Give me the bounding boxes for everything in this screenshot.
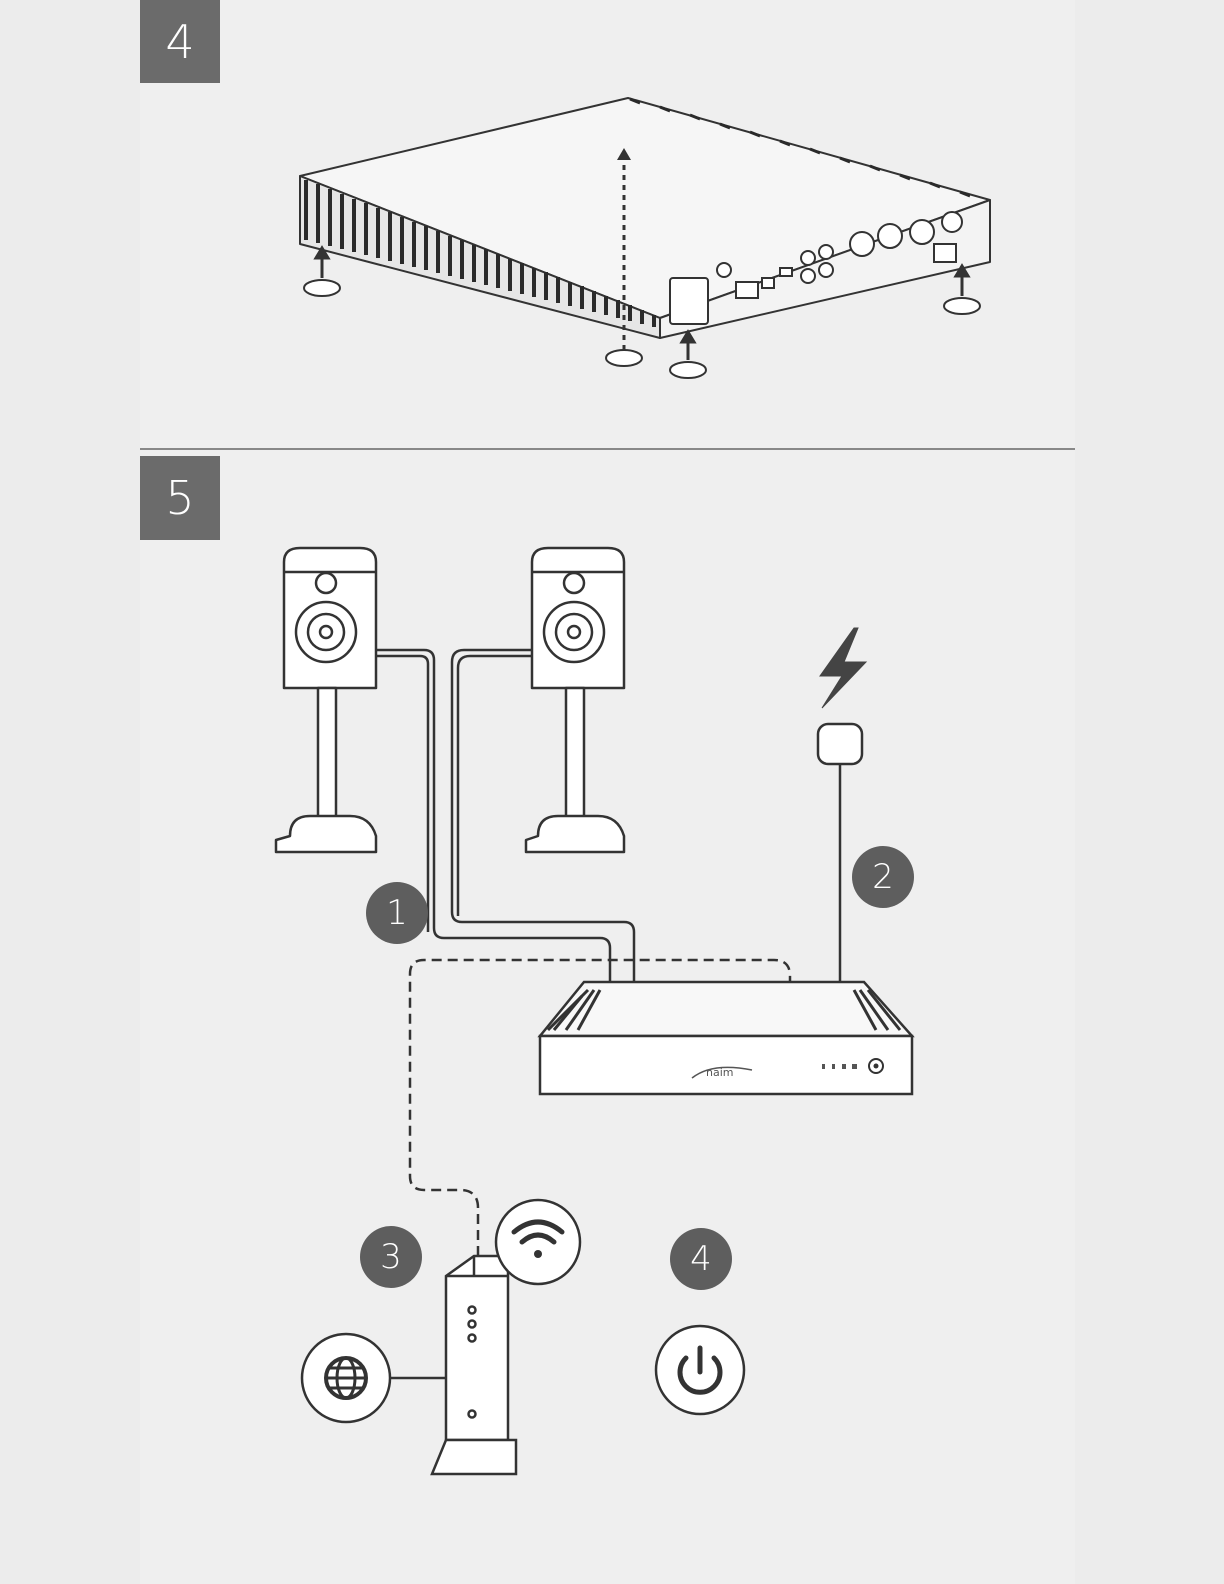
callout-1: 1 xyxy=(366,882,428,944)
callout-2: 2 xyxy=(852,846,914,908)
amplifier-feet-illustration xyxy=(0,0,1224,440)
callout-4: 4 xyxy=(670,1228,732,1290)
section-divider xyxy=(140,448,1075,450)
iec-power-socket xyxy=(670,278,708,324)
device-brand-label: naim xyxy=(706,1066,733,1079)
callout-3: 3 xyxy=(360,1226,422,1288)
step-5-badge: 5 xyxy=(140,456,220,540)
